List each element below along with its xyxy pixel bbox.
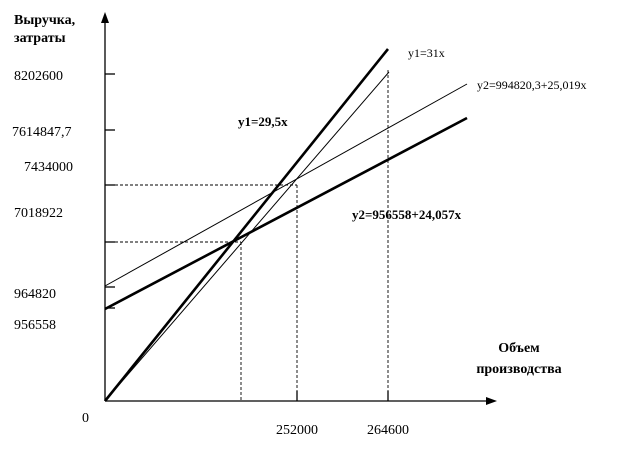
x-axis-arrow <box>486 397 497 405</box>
series-label-rev-new: y1=31x <box>408 46 445 60</box>
x-tick-label: 264600 <box>367 423 409 438</box>
y-axis-arrow <box>101 12 109 23</box>
series-label-rev-old: y1=29,5x <box>238 114 288 129</box>
ticks-group: 8202600 7614847,7 7434000 7018922 964820 9565… <box>12 69 409 438</box>
series-label-cost-new: y2=994820,3+25,019x <box>477 78 587 92</box>
y-axis-title-line2: затраты <box>14 31 66 46</box>
guides-group <box>105 70 389 401</box>
y-tick-label: 7614847,7 <box>12 125 72 140</box>
series-label-cost-old: y2=956558+24,057x <box>352 207 462 222</box>
y-tick-label: 8202600 <box>14 69 63 84</box>
x-tick-label: 252000 <box>276 423 318 438</box>
series-line-rev-new <box>103 48 390 402</box>
y-tick-label: 7018922 <box>14 206 63 221</box>
y-tick-label: 7434000 <box>24 160 73 175</box>
y-axis-title-line1: Выручка, <box>14 13 75 28</box>
series-lines-group <box>103 48 468 402</box>
y-tick-label: 964820 <box>14 287 56 302</box>
y-tick-label: 956558 <box>14 318 56 333</box>
x-axis-title-line2: производства <box>476 362 561 377</box>
series-line-rev-old <box>104 71 390 402</box>
origin-label: 0 <box>82 411 89 426</box>
x-axis-title-line1: Объем <box>498 341 540 356</box>
series-line-cost-old <box>104 116 468 311</box>
series-line-cost-new <box>104 83 468 287</box>
